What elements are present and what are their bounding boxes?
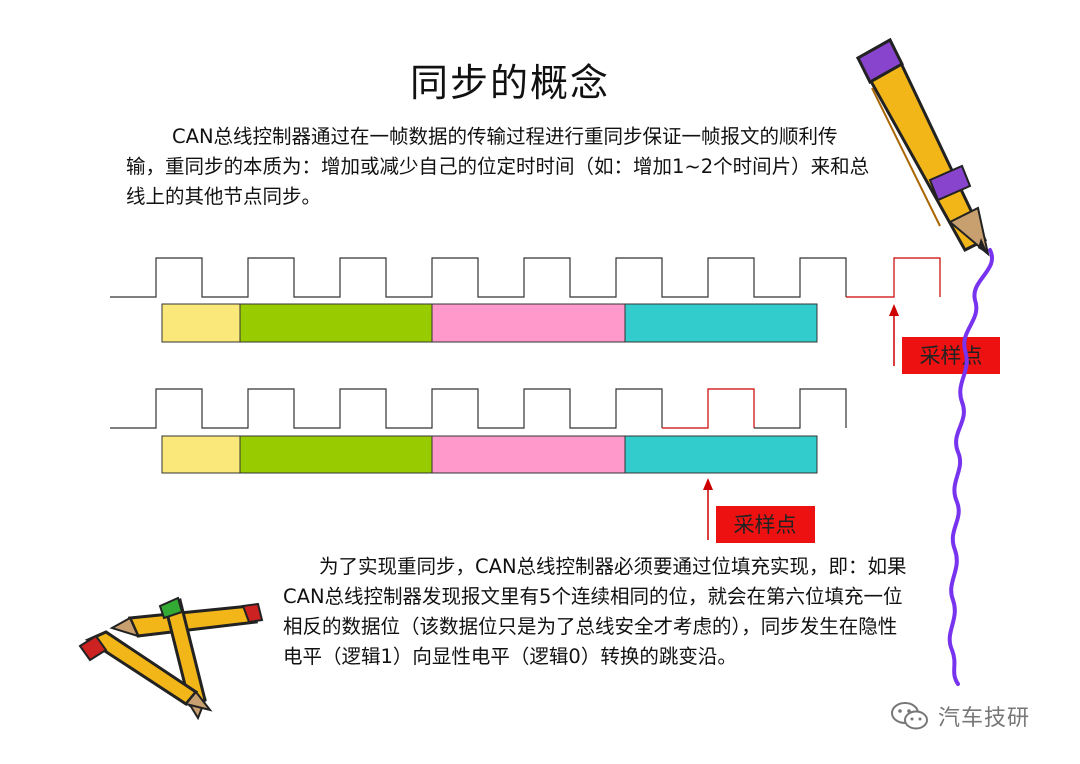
watermark: 汽车技研 [890, 700, 1030, 732]
sample-arrowhead-1 [889, 304, 899, 316]
sync-seg-1 [161, 303, 241, 343]
prop-seg-1 [239, 303, 433, 343]
phase2-seg-1 [624, 303, 818, 343]
page-title: 同步的概念 [409, 61, 610, 105]
scribble-line [947, 248, 994, 686]
crossed-pencils-icon [78, 596, 264, 721]
sample-label-box-1 [902, 337, 1000, 374]
sync-seg-2 [161, 435, 241, 474]
watermark-text: 汽车技研 [938, 706, 1031, 731]
clock-waveform-2-tail [754, 388, 847, 429]
sample-label-1: 采样点 [920, 344, 983, 368]
pencil-icon [855, 37, 990, 257]
sample-label-box-2 [716, 506, 815, 543]
clock-waveform-1 [110, 257, 847, 298]
shifted-waveform-1 [846, 257, 941, 298]
wechat-icon [891, 702, 928, 730]
shifted-waveform-2 [662, 388, 755, 429]
bit-stuffing-paragraph: 为了实现重同步，CAN总线控制器必须要通过位填充实现，即：如果CAN总线控制器发… [283, 555, 907, 668]
sample-label-2: 采样点 [734, 513, 797, 537]
sample-arrowhead-2 [703, 478, 713, 490]
phase2-seg-2 [624, 435, 818, 474]
intro-paragraph: CAN总线控制器通过在一帧数据的传输过程进行重同步保证一帧报文的顺利传输，重同步… [126, 125, 870, 208]
prop-seg-2 [239, 435, 433, 474]
phase1-seg-1 [431, 303, 626, 343]
phase1-seg-2 [431, 435, 626, 474]
clock-waveform-2 [110, 388, 663, 429]
